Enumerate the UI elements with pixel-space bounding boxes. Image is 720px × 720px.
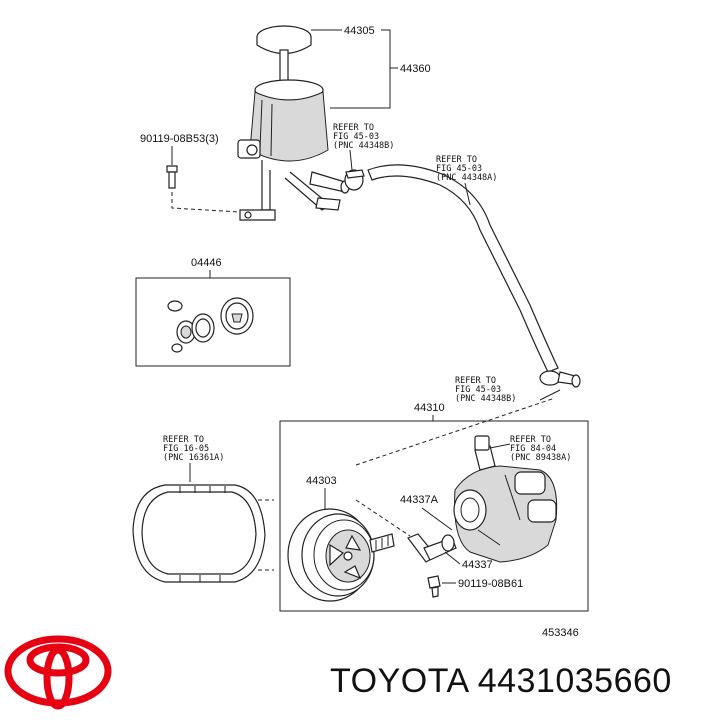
ref-upper-clamp-line3: (PNC 44348B): [333, 141, 394, 151]
ref-lower-clamp-line3: (PNC 44348B): [455, 394, 516, 404]
reservoir-tank-44360: [237, 79, 350, 221]
ref-hose-line3: (PNC 44348A): [436, 173, 497, 183]
label-44303: 44303: [306, 475, 337, 487]
label-44337: 44337: [462, 559, 493, 571]
ref-sensor-line2: FIG 84-04: [510, 444, 556, 454]
ref-belt-line2: FIG 16-05: [163, 444, 209, 454]
leader-44305: 44305 44360: [311, 25, 431, 109]
return-hose: REFER TO FIG 45-03 (PNC 44348A): [367, 155, 559, 373]
ref-hose-line2: FIG 45-03: [436, 164, 482, 174]
ref-belt-line3: (PNC 16361A): [163, 453, 224, 463]
ref-lower-clamp-line1: REFER TO: [455, 376, 496, 386]
label-44360: 44360: [400, 63, 431, 75]
label-04446: 04446: [191, 257, 222, 269]
ref-upper-clamp-line2: FIG 45-03: [333, 132, 379, 142]
hose-clamp-lower: REFER TO FIG 45-03 (PNC 44348B): [455, 370, 581, 404]
label-90119-08B61: 90119-08B61: [458, 578, 523, 590]
ref-belt-line1: REFER TO: [163, 435, 204, 445]
toyota-logo-icon: [4, 635, 112, 710]
label-90119-08B53: 90119-08B53(3): [140, 133, 219, 145]
label-44310: 44310: [414, 402, 445, 414]
ref-sensor-line3: (PNC 89438A): [510, 453, 571, 463]
ref-sensor-line1: REFER TO: [510, 435, 551, 445]
seal-kit-04446: 04446: [135, 257, 291, 367]
brand-part-number: TOYOTA 4431035660: [330, 662, 672, 700]
ref-upper-clamp-line1: REFER TO: [333, 123, 374, 133]
bolt-90119-08B53: 90119-08B53(3): [140, 133, 241, 213]
ref-hose-line1: REFER TO: [436, 155, 477, 165]
ref-lower-clamp-line2: FIG 45-03: [455, 385, 501, 395]
hose-clamp-upper: REFER TO FIG 45-03 (PNC 44348B): [333, 123, 394, 191]
diagram-number: 453346: [542, 627, 579, 639]
drive-belt: REFER TO FIG 16-05 (PNC 16361A): [132, 435, 274, 583]
reservoir-cap-44305: [256, 25, 312, 85]
label-44305: 44305: [344, 25, 375, 37]
label-44337A: 44337A: [400, 494, 439, 506]
pump-assembly-44310: 44310 44303 44337A 44337: [279, 397, 589, 612]
